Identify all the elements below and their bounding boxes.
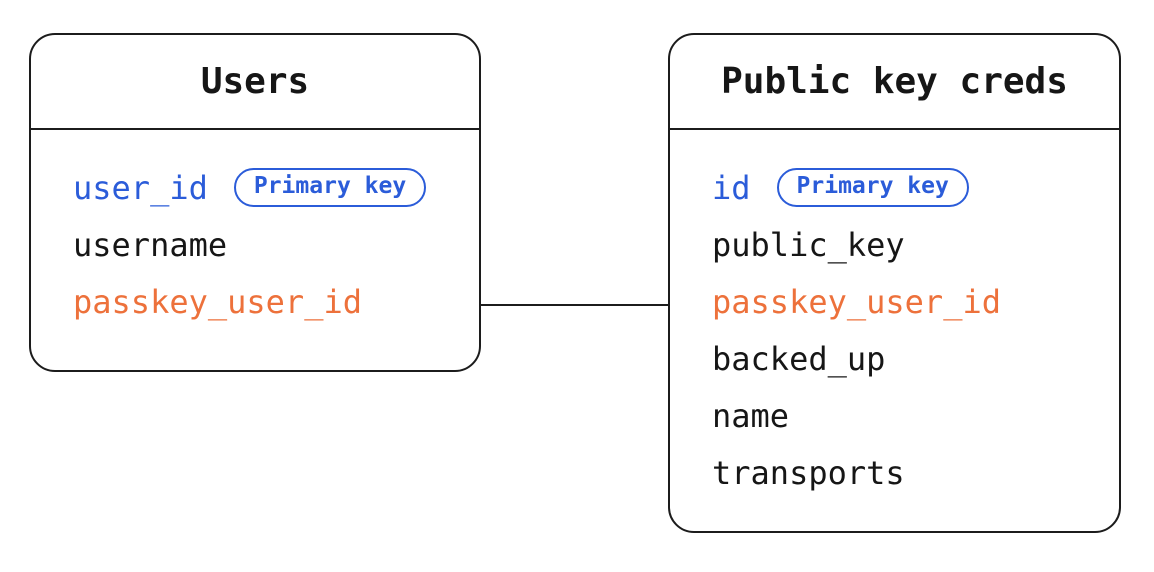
public-key-creds-table-title: Public key creds	[721, 61, 1068, 102]
field-name: user_id	[73, 168, 208, 207]
field-name: passkey_user_id	[73, 282, 362, 321]
field-row-name: name	[712, 387, 1109, 444]
field-row-passkey-user-id: passkey_user_id	[73, 273, 469, 330]
public-key-creds-table-card: Public key creds id Primary key public_k…	[668, 33, 1121, 533]
field-name: public_key	[712, 225, 905, 264]
field-row-username: username	[73, 216, 469, 273]
field-row-id: id Primary key	[712, 159, 1109, 216]
field-row-backed-up: backed_up	[712, 330, 1109, 387]
field-name: name	[712, 396, 790, 435]
users-table-fields: user_id Primary key username passkey_use…	[31, 130, 479, 330]
users-table-card: Users user_id Primary key username passk…	[29, 33, 481, 372]
field-name: backed_up	[712, 339, 886, 378]
field-row-public-key: public_key	[712, 216, 1109, 273]
relationship-connector-line	[481, 304, 668, 306]
field-name: username	[73, 225, 228, 264]
public-key-creds-table-header: Public key creds	[670, 35, 1119, 130]
field-name: passkey_user_id	[712, 282, 1001, 321]
primary-key-badge: Primary key	[776, 168, 969, 207]
public-key-creds-table-fields: id Primary key public_key passkey_user_i…	[670, 130, 1119, 501]
field-name: transports	[712, 453, 905, 492]
users-table-header: Users	[31, 35, 479, 130]
field-row-passkey-user-id: passkey_user_id	[712, 273, 1109, 330]
field-row-user-id: user_id Primary key	[73, 159, 469, 216]
field-row-transports: transports	[712, 444, 1109, 501]
primary-key-badge: Primary key	[233, 168, 427, 207]
users-table-title: Users	[200, 61, 310, 102]
field-name: id	[712, 168, 751, 207]
